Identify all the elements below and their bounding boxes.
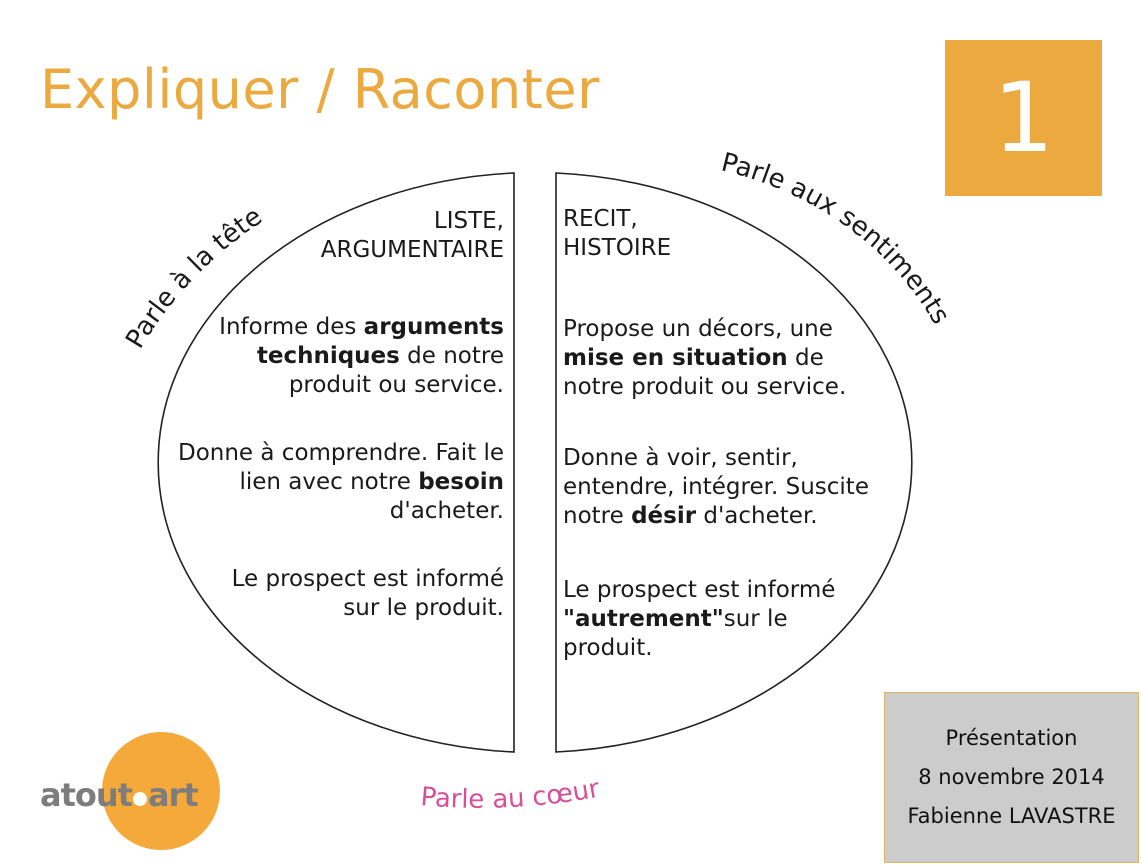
arc-label-bottom: Parle au cœur xyxy=(419,774,602,815)
atout-art-logo: atout art xyxy=(40,732,220,852)
left-paragraph-2: Donne à comprendre. Fait le lien avec no… xyxy=(178,439,504,526)
bold-span: "autrement" xyxy=(563,606,724,632)
text-line: sur le produit. xyxy=(343,595,504,621)
text-line: notre produit ou service. xyxy=(563,374,847,400)
text-line: entendre, intégrer. Suscite xyxy=(563,474,869,500)
left-heading: LISTE, ARGUMENTAIRE xyxy=(321,207,504,265)
slide-number: 1 xyxy=(992,62,1055,174)
right-heading-line2: HISTOIRE xyxy=(563,235,672,261)
logo-word-atout: atout xyxy=(40,776,133,814)
text-line: Le prospect est informé xyxy=(231,566,504,592)
left-paragraph-1: Informe des arguments techniques de notr… xyxy=(219,313,504,400)
presentation-info-box: Présentation 8 novembre 2014 Fabienne LA… xyxy=(884,692,1139,863)
text-line: Donne à comprendre. Fait le xyxy=(178,440,504,466)
text-line: Le prospect est informé xyxy=(563,577,836,603)
bold-span: techniques xyxy=(256,343,400,369)
slide-number-badge: 1 xyxy=(945,40,1102,196)
right-heading-line1: RECIT, xyxy=(563,206,638,232)
logo-wordmark: atout art xyxy=(40,776,199,814)
left-half-ellipse xyxy=(157,172,515,753)
text-line: produit ou service. xyxy=(288,372,504,398)
text-line: Donne à voir, sentir, xyxy=(563,445,798,471)
left-heading-line2: ARGUMENTAIRE xyxy=(320,237,504,263)
right-heading: RECIT, HISTOIRE xyxy=(563,205,671,263)
bold-span: mise en situation xyxy=(563,345,788,371)
left-heading-line1: LISTE, xyxy=(433,208,504,234)
right-paragraph-1: Propose un décors, une mise en situation… xyxy=(563,315,846,402)
text-span: lien avec notre xyxy=(239,469,419,495)
bold-span: désir xyxy=(631,503,697,529)
arc-label-bottom-text: Parle au cœur xyxy=(419,774,602,815)
text-span: notre xyxy=(563,503,632,529)
text-line: produit. xyxy=(563,635,653,661)
text-span: Informe des xyxy=(219,314,364,340)
text-line: d'acheter. xyxy=(389,498,504,524)
right-paragraph-2: Donne à voir, sentir, entendre, intégrer… xyxy=(563,444,869,531)
bold-span: besoin xyxy=(418,469,504,495)
text-span: de xyxy=(787,345,824,371)
text-span: d'acheter. xyxy=(696,503,818,529)
bold-span: arguments xyxy=(363,314,504,340)
right-half-ellipse xyxy=(555,172,913,753)
logo-word-art: art xyxy=(147,776,199,814)
text-span: de notre xyxy=(399,343,504,369)
left-paragraph-3: Le prospect est informé sur le produit. xyxy=(232,565,504,623)
logo-dot-icon xyxy=(132,792,147,806)
text-span: sur le xyxy=(723,606,788,632)
slide-title: Expliquer / Raconter xyxy=(40,58,600,121)
arc-label-right: Parle aux sentiments xyxy=(718,148,955,330)
text-line: Propose un décors, une xyxy=(563,316,833,342)
info-line-author: Fabienne LAVASTRE xyxy=(907,804,1116,828)
info-line-presentation: Présentation xyxy=(945,726,1078,750)
arc-label-right-text: Parle aux sentiments xyxy=(718,148,955,330)
info-line-date: 8 novembre 2014 xyxy=(918,765,1105,789)
right-paragraph-3: Le prospect est informé "autrement"sur l… xyxy=(563,576,835,663)
logo-orange-circle xyxy=(102,732,220,850)
